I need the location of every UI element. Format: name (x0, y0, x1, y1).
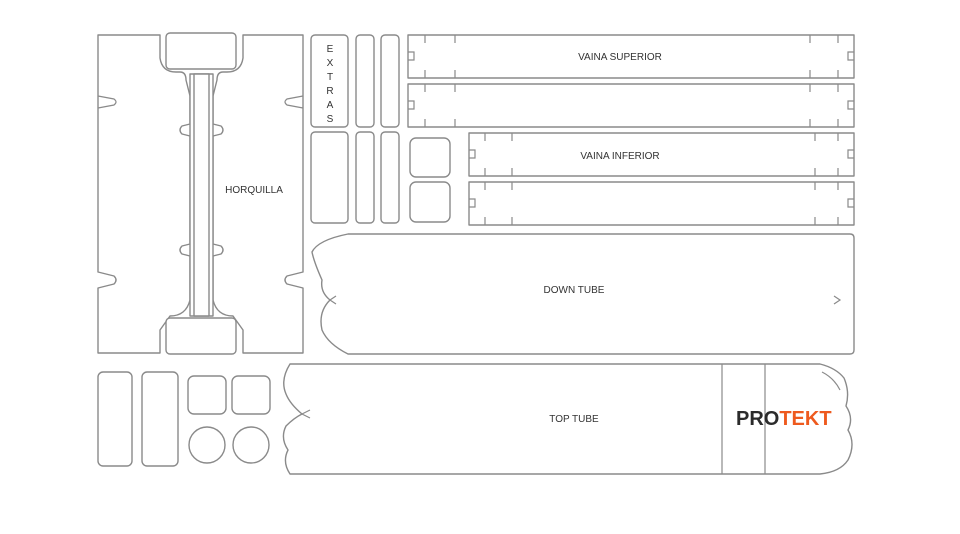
extras-pieces: E X T R A S (310, 34, 451, 224)
extras-strip (355, 34, 375, 128)
extras-square (187, 375, 227, 415)
extras-label-piece (310, 34, 349, 128)
extras-strip (355, 131, 375, 224)
down-tube-piece: DOWN TUBE (311, 233, 855, 355)
extras-letter: E (327, 44, 334, 55)
extras-circle (232, 426, 270, 464)
top-tube-label: TOP TUBE (549, 414, 599, 425)
extras-patch (97, 371, 133, 467)
down-tube-label: DOWN TUBE (544, 285, 605, 296)
extras-square (231, 375, 271, 415)
bottom-extras-pieces (97, 371, 271, 467)
brand-logo-part2: TEKT (779, 408, 831, 430)
extras-strip (380, 34, 400, 128)
extras-letter: S (327, 114, 334, 125)
extras-strip (380, 131, 400, 224)
extras-square (409, 181, 451, 223)
brand-logo-part1: PRO (736, 408, 779, 430)
extras-square (409, 137, 451, 178)
chainstay-lower-pieces: VAINA INFERIOR (468, 132, 855, 226)
fork-piece: HORQUILLA (97, 32, 304, 355)
chainstay-lower-label: VAINA INFERIOR (580, 151, 659, 162)
extras-patch (310, 131, 349, 224)
extras-letter: R (326, 86, 333, 97)
extras-letter: X (327, 58, 334, 69)
top-tube-piece: TOP TUBE PROTEKT (282, 363, 853, 475)
extras-letter: T (327, 72, 333, 83)
extras-patch (141, 371, 179, 467)
fork-label: HORQUILLA (225, 185, 283, 196)
extras-circle (188, 426, 226, 464)
extras-letter: A (327, 100, 334, 111)
chainstay-upper-pieces: VAINA SUPERIOR (407, 34, 855, 128)
brand-logo: PROTEKT (736, 408, 832, 430)
chainstay-upper-label: VAINA SUPERIOR (578, 52, 662, 63)
